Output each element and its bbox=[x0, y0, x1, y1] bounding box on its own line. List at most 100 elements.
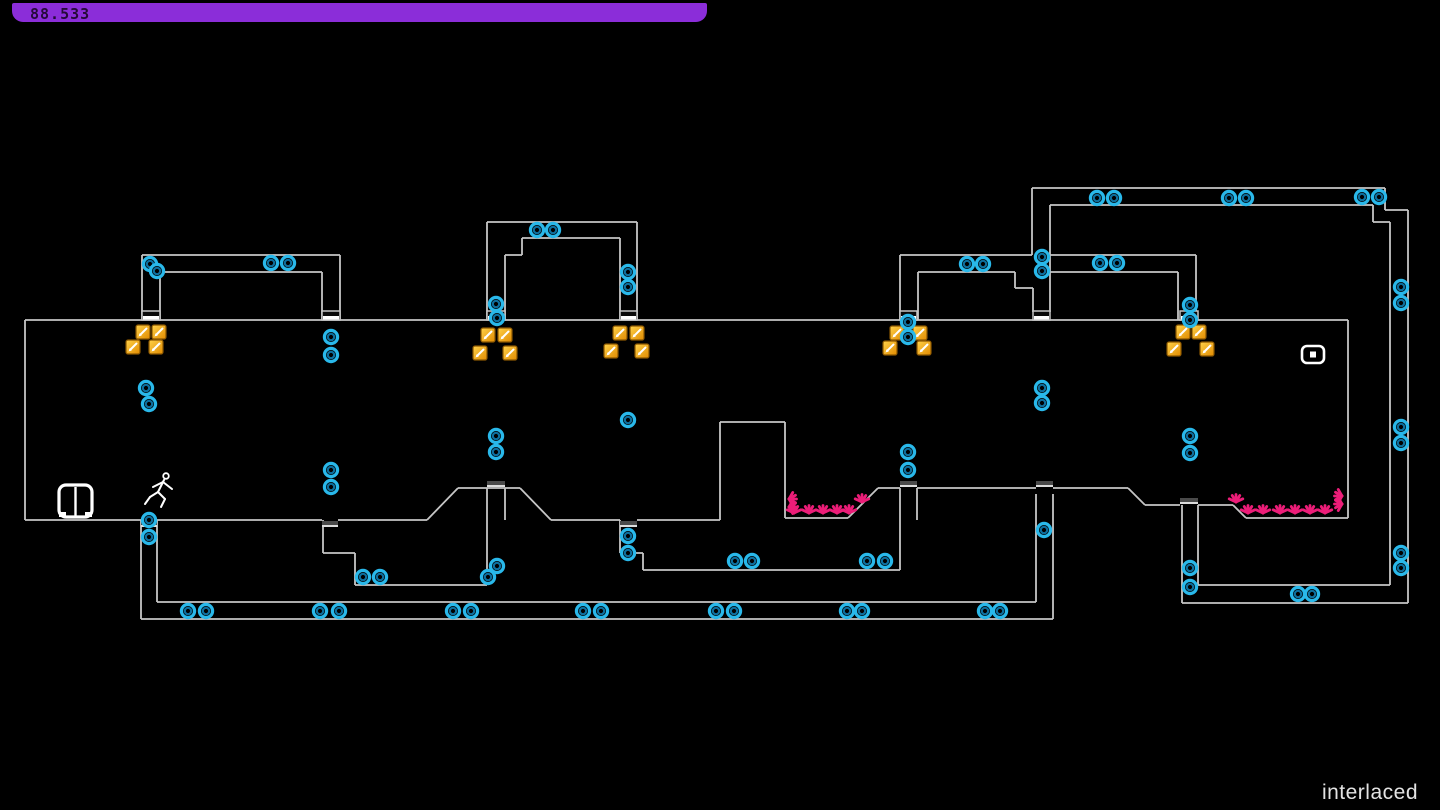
mine bbox=[1181, 311, 1199, 329]
mine bbox=[619, 263, 637, 281]
mine bbox=[462, 602, 480, 620]
mine bbox=[976, 602, 994, 620]
wall-line bbox=[1232, 504, 1247, 519]
wall-line bbox=[519, 487, 552, 521]
spike-hazard bbox=[1286, 504, 1304, 515]
mine bbox=[858, 552, 876, 570]
mine bbox=[487, 295, 505, 313]
mine bbox=[1237, 189, 1255, 207]
mine bbox=[853, 602, 871, 620]
mine bbox=[528, 221, 546, 239]
mine bbox=[1392, 418, 1410, 436]
shaft-hatch bbox=[487, 481, 505, 487]
mine bbox=[444, 602, 462, 620]
mine bbox=[179, 602, 197, 620]
mine bbox=[725, 602, 743, 620]
gold-piece bbox=[480, 327, 496, 343]
spike-hazard bbox=[1239, 504, 1257, 515]
mine bbox=[322, 478, 340, 496]
mine bbox=[899, 313, 917, 331]
spike-hazard bbox=[1316, 504, 1334, 515]
gold-piece bbox=[497, 327, 513, 343]
shaft-hatch bbox=[322, 521, 338, 527]
mine bbox=[197, 602, 215, 620]
gold-piece bbox=[472, 345, 488, 361]
gold-piece bbox=[502, 345, 518, 361]
shaft-hatch bbox=[1036, 481, 1053, 487]
mine bbox=[619, 527, 637, 545]
mine bbox=[592, 602, 610, 620]
gold-piece bbox=[151, 324, 167, 340]
mine bbox=[1088, 189, 1106, 207]
timer-value: 88.533 bbox=[30, 5, 91, 23]
spike-hazard bbox=[853, 493, 871, 504]
mine bbox=[322, 328, 340, 346]
gold-piece bbox=[882, 340, 898, 356]
ninja bbox=[144, 472, 173, 508]
mine bbox=[1353, 188, 1371, 206]
spike-hazard bbox=[800, 504, 818, 515]
mine bbox=[899, 328, 917, 346]
mine bbox=[371, 568, 389, 586]
gold-piece bbox=[603, 343, 619, 359]
spike-hazard bbox=[1227, 493, 1245, 504]
mine bbox=[140, 528, 158, 546]
mine bbox=[1033, 379, 1051, 397]
mine bbox=[1033, 394, 1051, 412]
exit-door bbox=[57, 483, 94, 519]
mine bbox=[876, 552, 894, 570]
gold-piece bbox=[148, 339, 164, 355]
spike-hazard bbox=[785, 504, 803, 515]
mine bbox=[1033, 262, 1051, 280]
mine bbox=[619, 544, 637, 562]
mine bbox=[487, 443, 505, 461]
mine bbox=[1181, 559, 1199, 577]
gold-piece bbox=[125, 339, 141, 355]
spike-hazard bbox=[840, 504, 858, 515]
mine bbox=[1392, 434, 1410, 452]
gold-piece bbox=[1175, 324, 1191, 340]
mine bbox=[1392, 294, 1410, 312]
mine bbox=[707, 602, 725, 620]
gold-piece bbox=[612, 325, 628, 341]
exit-switch-icon bbox=[1300, 344, 1326, 365]
mine bbox=[487, 427, 505, 445]
mine bbox=[140, 395, 158, 413]
mine bbox=[479, 568, 497, 586]
mine bbox=[1289, 585, 1307, 603]
mine bbox=[958, 255, 976, 273]
gold-piece bbox=[1166, 341, 1182, 357]
mine bbox=[726, 552, 744, 570]
mine bbox=[619, 278, 637, 296]
gold-piece bbox=[629, 325, 645, 341]
mine bbox=[991, 602, 1009, 620]
mine bbox=[1091, 254, 1109, 272]
mine bbox=[619, 411, 637, 429]
mine bbox=[1370, 188, 1388, 206]
mine bbox=[279, 254, 297, 272]
level-name: interlaced bbox=[1321, 781, 1418, 804]
mine bbox=[322, 346, 340, 364]
mine bbox=[1181, 296, 1199, 314]
gold-piece bbox=[916, 340, 932, 356]
mine bbox=[899, 443, 917, 461]
shaft-hatch bbox=[900, 481, 917, 487]
spike-hazard bbox=[1271, 504, 1289, 515]
mine bbox=[330, 602, 348, 620]
shaft-hatch bbox=[620, 521, 637, 527]
mine bbox=[838, 602, 856, 620]
mine bbox=[743, 552, 761, 570]
mine bbox=[1035, 521, 1053, 539]
wall-line bbox=[1127, 487, 1146, 506]
mine bbox=[488, 557, 506, 575]
wall-line bbox=[426, 487, 459, 521]
mine bbox=[1181, 427, 1199, 445]
timer-bar: 88.533 bbox=[12, 3, 707, 23]
mine bbox=[1392, 278, 1410, 296]
spike-hazard bbox=[1254, 504, 1272, 515]
mine bbox=[137, 379, 155, 397]
mine bbox=[311, 602, 329, 620]
spike-hazard bbox=[1301, 504, 1319, 515]
